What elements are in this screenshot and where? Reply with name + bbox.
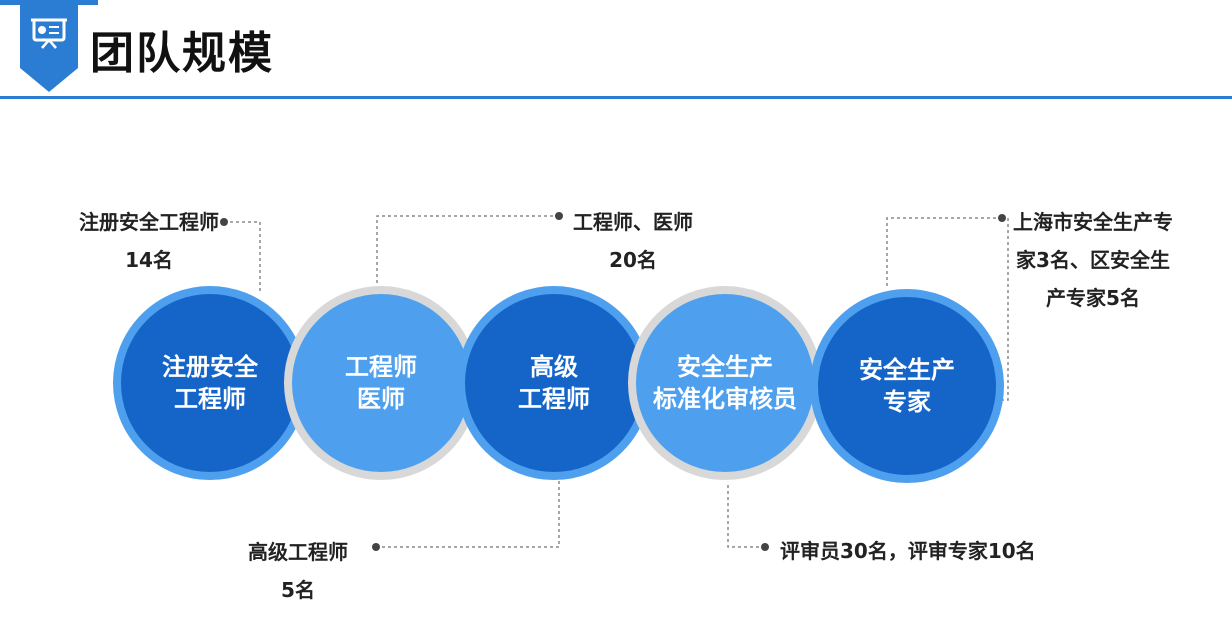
- circle-safety-expert: 安全生产 专家: [810, 289, 1004, 483]
- circle-label-line2: 标准化审核员: [653, 385, 797, 413]
- circle-label-line2: 工程师: [518, 385, 590, 413]
- callout-line1: 评审员30名，评审专家10名: [780, 539, 1036, 563]
- circle-engineer-physician: 工程师 医师: [284, 286, 478, 480]
- callout-line1: 高级工程师: [248, 540, 348, 564]
- callout-line2: 14名: [125, 248, 173, 272]
- connector-line-2: [376, 215, 559, 285]
- connector-line-1: [224, 221, 261, 292]
- header-rule: [0, 96, 1232, 99]
- connector-dot-4: [761, 543, 769, 551]
- circle-label-line2: 医师: [357, 385, 405, 413]
- circle-standardization-auditor: 安全生产 标准化审核员: [628, 286, 822, 480]
- circle-label-line1: 安全生产: [677, 353, 773, 381]
- callout-shanghai-safety-expert: 上海市安全生产专 家3名、区安全生 产专家5名: [1008, 203, 1178, 317]
- callout-line1: 注册安全工程师: [79, 210, 219, 234]
- connector-dot-5: [998, 214, 1006, 222]
- circle-label-line1: 工程师: [345, 353, 417, 381]
- callout-engineer-physician: 工程师、医师 20名: [566, 203, 700, 279]
- callout-line2: 家3名、区安全生: [1016, 248, 1170, 272]
- callout-line3: 产专家5名: [1046, 286, 1140, 310]
- presentation-board-icon: [31, 18, 67, 49]
- connector-dot-1: [220, 218, 228, 226]
- page-title: 团队规模: [90, 28, 274, 79]
- circle-label-line1: 注册安全: [162, 353, 258, 381]
- header-badge: [20, 0, 78, 92]
- circle-senior-engineer: 高级 工程师: [457, 286, 651, 480]
- callout-line1: 工程师、医师: [573, 210, 693, 234]
- callout-senior-engineer: 高级工程师 5名: [238, 533, 358, 609]
- callout-line2: 20名: [609, 248, 657, 272]
- connector-dot-2: [555, 212, 563, 220]
- callout-line2: 5名: [281, 578, 315, 602]
- callout-registered-safety-engineer: 注册安全工程师 14名: [74, 203, 224, 279]
- circle-registered-safety-engineer: 注册安全 工程师: [113, 286, 307, 480]
- circle-label-line1: 安全生产: [859, 356, 955, 384]
- connector-line-5: [886, 217, 1002, 288]
- callout-line1: 上海市安全生产专: [1013, 210, 1173, 234]
- connector-dot-3: [372, 543, 380, 551]
- callout-auditor-expert: 评审员30名，评审专家10名: [780, 532, 1036, 570]
- circle-label-line2: 工程师: [174, 385, 246, 413]
- connector-line-3: [376, 480, 560, 548]
- circle-label-line1: 高级: [530, 353, 578, 381]
- connector-line-4: [727, 482, 765, 548]
- circle-label-line2: 专家: [883, 388, 931, 416]
